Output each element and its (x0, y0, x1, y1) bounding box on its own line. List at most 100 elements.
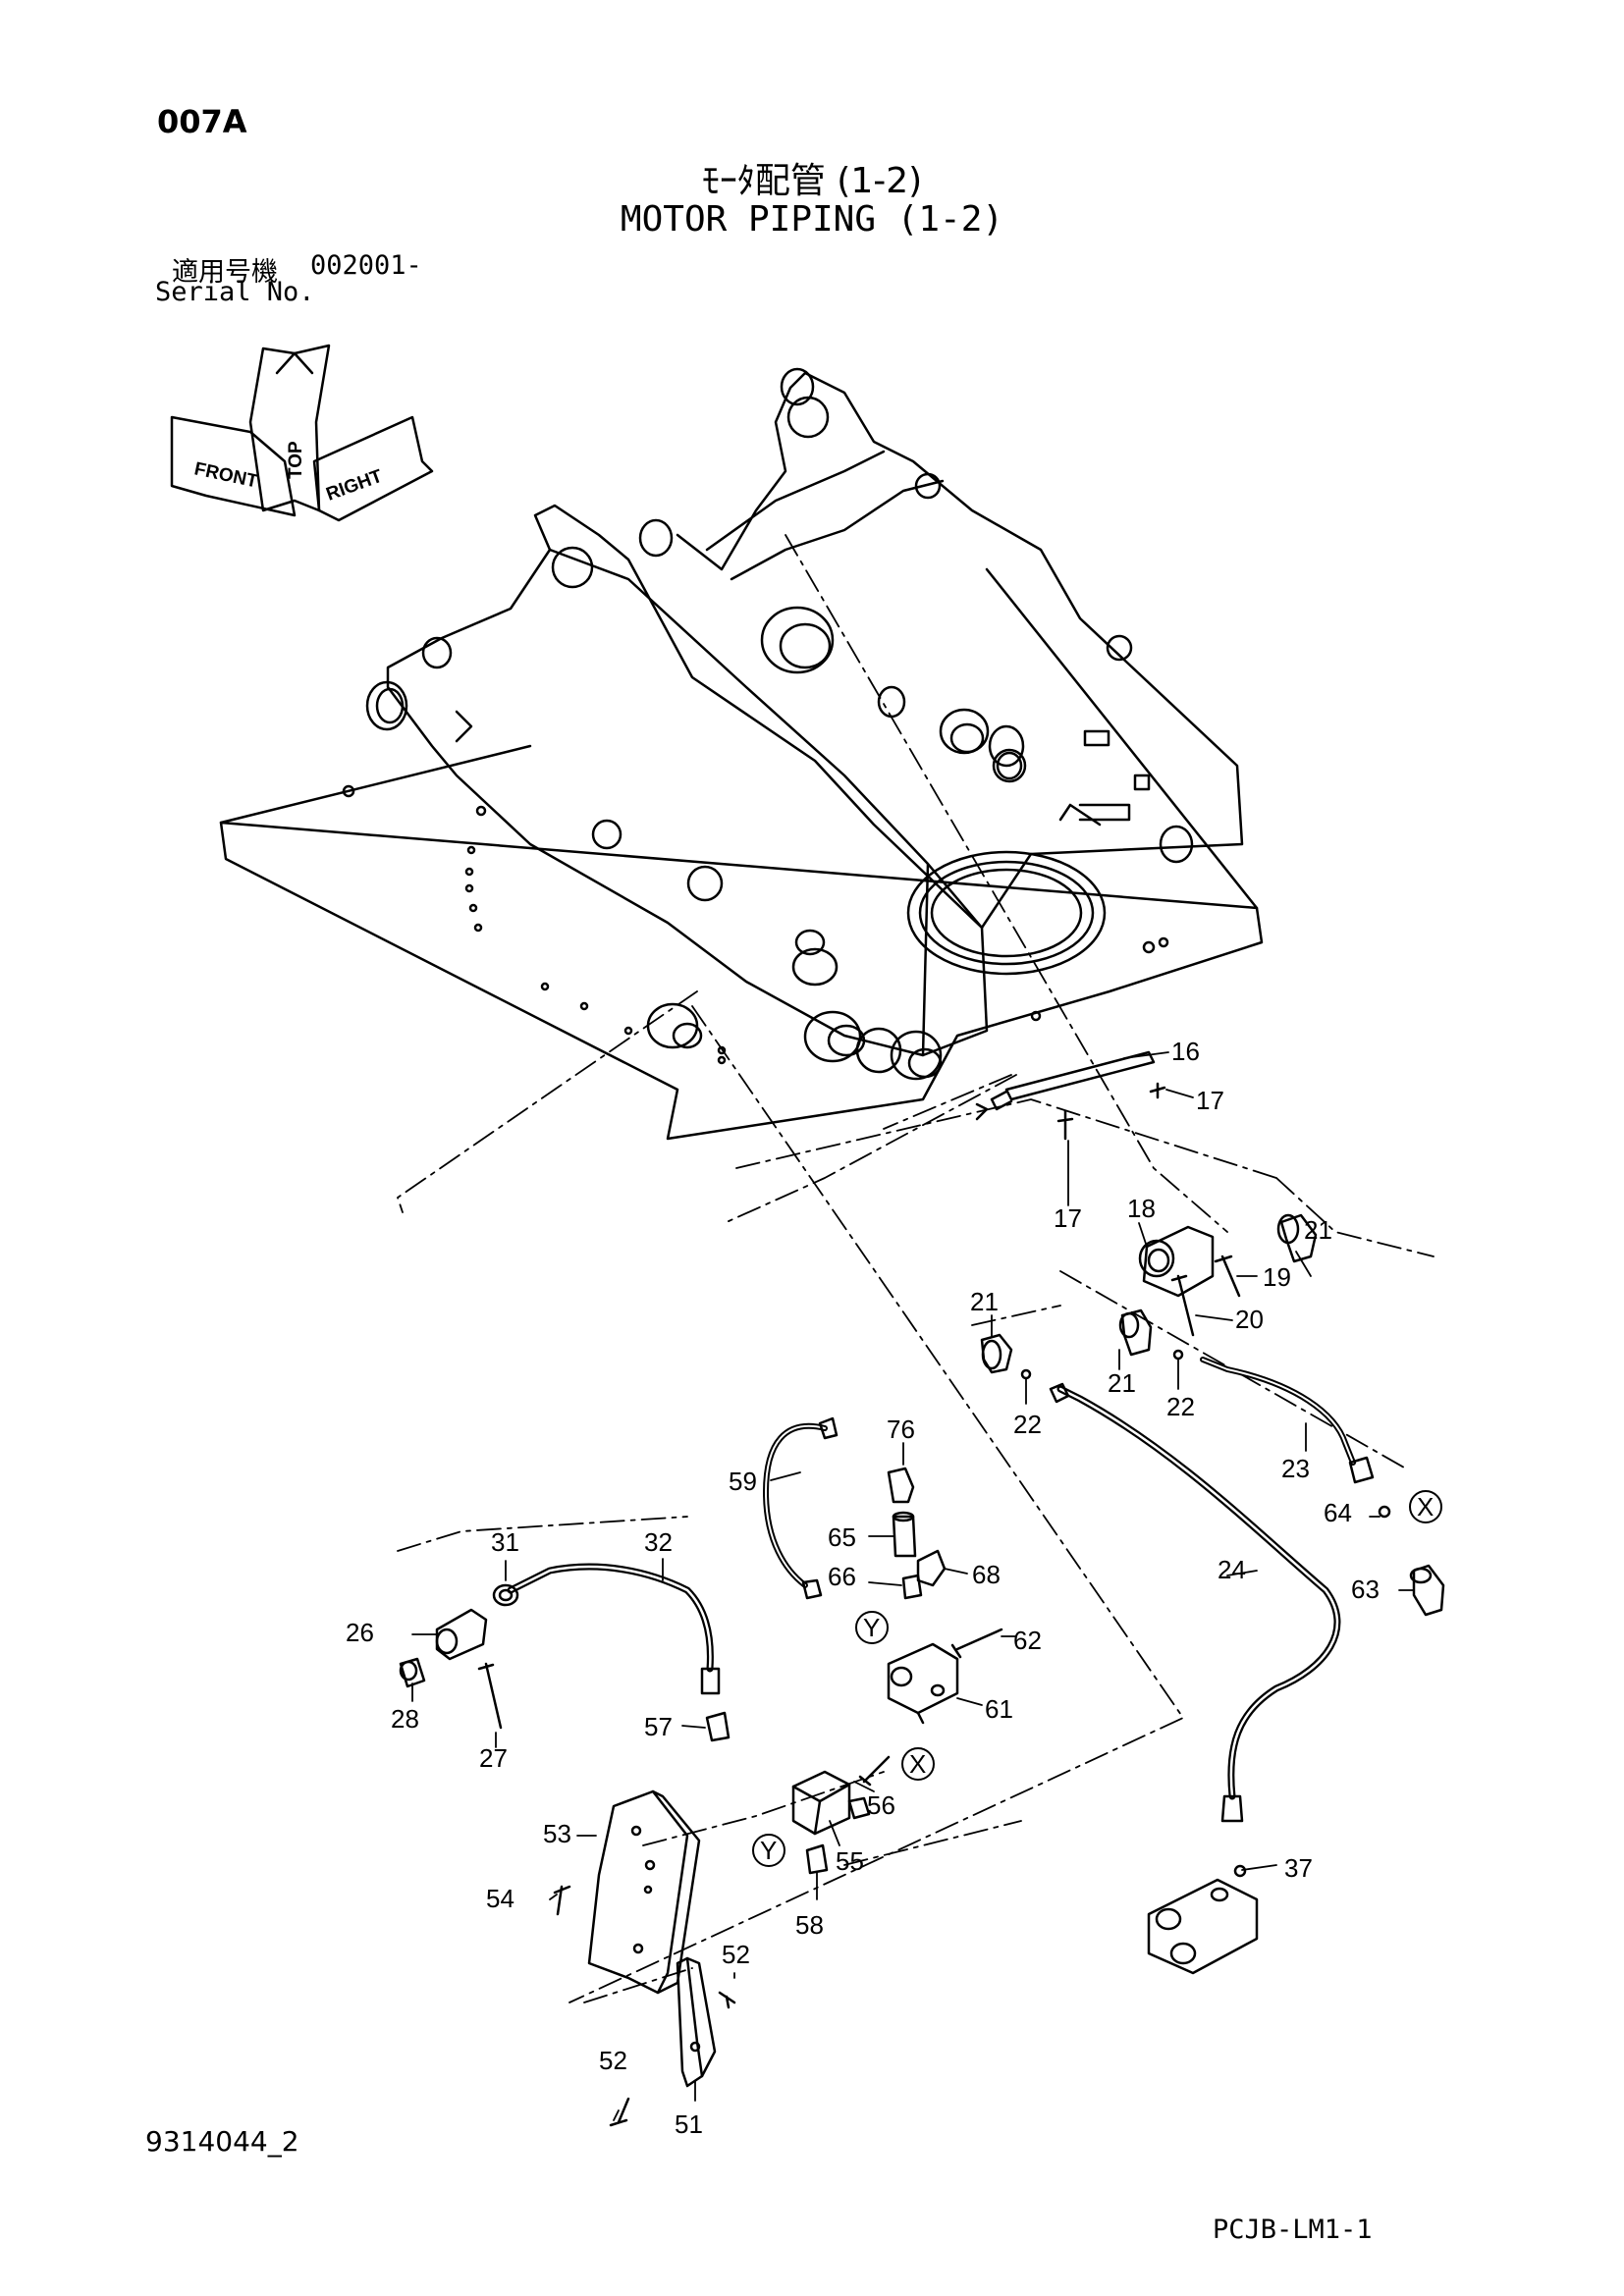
o-ring-64 (1378, 1505, 1391, 1519)
swing-circle (906, 850, 1107, 976)
clamp-bar-16 (975, 1050, 1156, 1121)
callout-23: 23 (1281, 1454, 1310, 1483)
frame-right-bosses (760, 606, 1151, 827)
frame-right-side-plate (676, 371, 1244, 930)
callout-22-left: 22 (1013, 1410, 1042, 1439)
adapter-26 (435, 1608, 488, 1661)
bolt-17-set (1056, 1082, 1166, 1141)
orientation-indicator (170, 344, 434, 522)
callout-65: 65 (828, 1522, 856, 1552)
callout-64: 64 (1324, 1498, 1352, 1527)
top-arrow-head (275, 351, 314, 375)
connection-marker-circles (752, 1490, 1442, 1867)
drawing-number: 9314044_2 (145, 2125, 299, 2158)
callout-62: 62 (1013, 1626, 1042, 1655)
bracket-53 (587, 1789, 701, 1995)
bolt-19-20 (1170, 1255, 1241, 1337)
fitting-28 (399, 1657, 426, 1688)
callout-21-top: 21 (1304, 1215, 1332, 1245)
elbow-68 (916, 1549, 947, 1587)
serial-value: 002001- (310, 250, 422, 281)
callout-51: 51 (675, 2109, 703, 2139)
connection-marker-x-left: X (909, 1749, 926, 1779)
callout-54: 54 (486, 1884, 514, 1913)
o-ring-22-set (1020, 1349, 1184, 1380)
callout-27: 27 (479, 1743, 508, 1773)
orientation-front-label: FRONT (192, 458, 260, 492)
right-arrow-shape (312, 415, 434, 522)
frame-left-bosses (646, 1002, 943, 1081)
callout-56: 56 (867, 1790, 895, 1820)
callout-63: 63 (1351, 1575, 1380, 1604)
orientation-top-label: TOP (286, 441, 306, 479)
callout-61: 61 (985, 1694, 1013, 1724)
frame-pivot-bosses (365, 367, 815, 743)
callout-28: 28 (391, 1704, 419, 1734)
callout-57: 57 (644, 1712, 673, 1741)
fitting-31 (492, 1583, 519, 1607)
callout-17-left: 17 (1054, 1203, 1082, 1233)
connection-marker-y-lower: Y (760, 1836, 777, 1865)
bracket-51 (676, 1956, 717, 2088)
callout-31: 31 (491, 1527, 519, 1557)
callout-22-right: 22 (1166, 1392, 1195, 1421)
callout-66: 66 (828, 1562, 856, 1591)
tube-65 (892, 1511, 917, 1558)
frame-base-plate (219, 567, 1264, 1141)
callout-19: 19 (1263, 1262, 1291, 1292)
connection-marker-x-right: X (1417, 1492, 1434, 1522)
callout-58: 58 (795, 1910, 824, 1940)
callout-76: 76 (887, 1415, 915, 1444)
sheet-code: PCJB-LM1-1 (1213, 2215, 1373, 2245)
callout-37: 37 (1284, 1853, 1313, 1883)
callout-21-left: 21 (970, 1287, 999, 1316)
hose-59 (763, 1416, 839, 1600)
callout-26: 26 (346, 1618, 374, 1647)
callout-16: 16 (1171, 1037, 1200, 1066)
connection-marker-y-upper: Y (863, 1613, 880, 1642)
callout-20: 20 (1235, 1305, 1264, 1334)
front-arrow-shape (170, 415, 297, 517)
serial-label-en: Serial No. (155, 277, 315, 307)
hose-24 (1049, 1382, 1341, 1823)
fitting-21-mid (1118, 1308, 1153, 1357)
callout-53: 53 (543, 1819, 571, 1848)
solenoid-valve-55 (791, 1770, 871, 1836)
assembly-lines (397, 534, 1435, 2003)
callout-55: 55 (836, 1846, 864, 1876)
callout-52-lower: 52 (599, 2046, 627, 2075)
fitting-76 (887, 1467, 915, 1504)
callout-18: 18 (1127, 1194, 1156, 1223)
frame-holes (342, 784, 1169, 1065)
screw-56 (858, 1755, 891, 1787)
page-title-en: MOTOR PIPING (1-2) (620, 199, 1004, 240)
valve-block-61 (887, 1642, 959, 1725)
hose-23 (1200, 1357, 1375, 1484)
fitting-58 (805, 1843, 829, 1875)
callout-32: 32 (644, 1527, 673, 1557)
fitting-21-left (980, 1333, 1013, 1374)
callout-59: 59 (729, 1467, 757, 1496)
page-code: 007A (157, 103, 247, 140)
bolt-62 (950, 1628, 1003, 1659)
hose-32 (507, 1563, 721, 1695)
bolt-27 (477, 1662, 503, 1730)
fitting-66 (901, 1574, 923, 1600)
bolt-54 (553, 1885, 571, 1916)
leader-lines (411, 1051, 1415, 2121)
callout-21-mid: 21 (1108, 1368, 1136, 1398)
callout-17-right: 17 (1196, 1086, 1224, 1115)
bolt-52-a (718, 1991, 736, 2009)
serial-label-jp: 適用号機 (172, 257, 278, 288)
callout-68: 68 (972, 1560, 1001, 1589)
callout-52-upper: 52 (722, 1940, 750, 1969)
callout-24: 24 (1218, 1555, 1246, 1584)
page-title-jp: ﾓｰﾀ配管 (1-2) (701, 161, 923, 201)
elbow-fitting-21-top (1276, 1213, 1318, 1263)
frame-left-side-plate (386, 504, 989, 1057)
valve-block-37 (1147, 1864, 1259, 1975)
bolt-52-b (609, 2097, 630, 2127)
fitting-57 (705, 1711, 731, 1742)
fitting-63 (1409, 1564, 1445, 1617)
